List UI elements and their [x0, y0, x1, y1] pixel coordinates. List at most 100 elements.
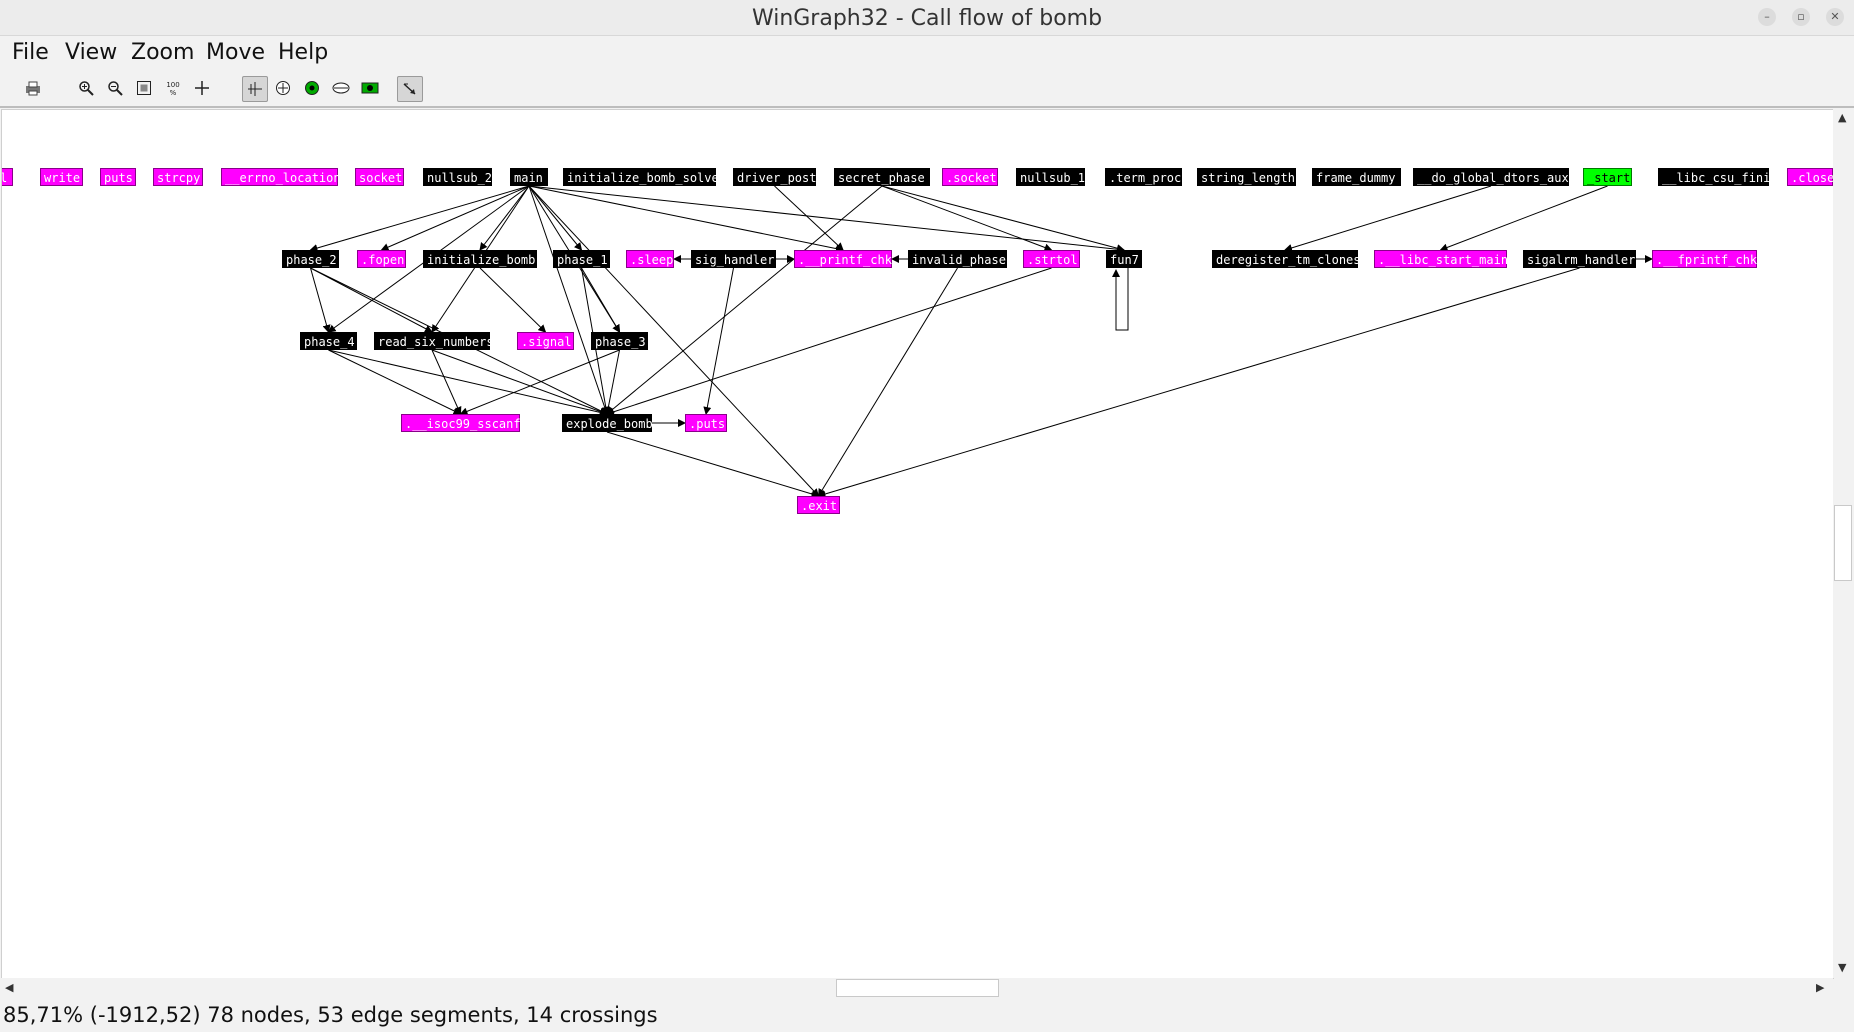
- graph-node-puts[interactable]: puts: [100, 168, 136, 186]
- layout-green-box-icon[interactable]: [358, 76, 382, 100]
- svg-text:%: %: [170, 89, 177, 97]
- fit-window-icon[interactable]: [132, 76, 156, 100]
- layout-ellipse-icon[interactable]: [329, 76, 353, 100]
- window-title: WinGraph32 - Call flow of bomb: [751, 6, 1103, 31]
- graph-node-phase-1[interactable]: phase_1: [553, 250, 610, 268]
- graph-edge: [581, 267, 621, 333]
- graph-edge: [328, 349, 462, 415]
- graph-canvas[interactable]: l write puts strcpy __errno_location socket nu…: [1, 109, 1834, 979]
- menu-view[interactable]: View: [65, 40, 118, 65]
- graph-node-exit[interactable]: .exit: [797, 496, 840, 514]
- graph-edge: [703, 267, 734, 415]
- status-bar: 85,71% (-1912,52) 78 nodes, 53 edge segm…: [3, 1003, 658, 1027]
- graph-node-errno-location[interactable]: __errno_location: [221, 168, 341, 186]
- horizontal-scroll-thumb[interactable]: [836, 979, 999, 997]
- graph-node-deregister-tm-clones[interactable]: deregister_tm_clones: [1212, 250, 1361, 268]
- graph-node-isoc99-sscanf[interactable]: .__isoc99_sscanf: [401, 414, 521, 432]
- graph-edge: [606, 267, 1052, 416]
- print-icon[interactable]: [21, 76, 45, 100]
- graph-node-phase-4[interactable]: phase_4: [300, 332, 357, 350]
- graph-node-write[interactable]: write: [40, 168, 83, 186]
- graph-edge: [1284, 185, 1492, 252]
- graph-node-invalid-phase[interactable]: invalid_phase: [908, 250, 1007, 268]
- graph-edge: [606, 185, 883, 415]
- graph-node-phase-3[interactable]: phase_3: [591, 332, 648, 350]
- graph-node-phase-2[interactable]: phase_2: [282, 250, 339, 268]
- graph-node-l[interactable]: l: [2, 168, 13, 186]
- graph-node-explode-bomb[interactable]: explode_bomb: [562, 414, 653, 432]
- title-bar: WinGraph32 - Call flow of bomb – ▫ ✕: [0, 0, 1854, 36]
- scroll-up-icon[interactable]: ▲: [1838, 111, 1847, 124]
- move-mode-icon[interactable]: [242, 76, 268, 102]
- graph-edge: [431, 349, 462, 415]
- graph-node-sig-handler[interactable]: sig_handler: [691, 250, 776, 268]
- graph-node-fprintf-chk[interactable]: .__fprintf_chk: [1652, 250, 1757, 268]
- graph-node-main[interactable]: main: [510, 168, 548, 186]
- graph-edge: [380, 185, 530, 251]
- graph-node-fun7[interactable]: fun7: [1106, 250, 1142, 268]
- graph-edge: [528, 185, 583, 251]
- graph-edge: [528, 185, 820, 497]
- graph-node-initialize-bomb-solve[interactable]: initialize_bomb_solve: [563, 168, 719, 186]
- graph-node-signal[interactable]: .signal: [517, 332, 574, 350]
- graph-edges: [309, 185, 1653, 498]
- graph-edge: [604, 349, 620, 415]
- graph-edge: [309, 185, 530, 252]
- graph-edge: [479, 267, 547, 333]
- graph-node-nullsub-1[interactable]: nullsub_1: [1016, 168, 1085, 186]
- graph-edge: [310, 267, 433, 333]
- graph-node-sleep[interactable]: .sleep: [626, 250, 674, 268]
- close-button[interactable]: ✕: [1826, 8, 1844, 26]
- crosshair-icon[interactable]: [190, 76, 214, 100]
- graph-node-initialize-bomb[interactable]: initialize_bomb: [423, 250, 537, 268]
- graph-node-do-global-dtors-aux[interactable]: __do_global_dtors_aux: [1413, 168, 1569, 186]
- graph-edge: [528, 185, 1125, 254]
- graph-edge: [881, 185, 1125, 253]
- graph-edge: [774, 185, 844, 251]
- graph-edge: [1439, 185, 1608, 252]
- zoom-in-icon[interactable]: [74, 76, 98, 100]
- scroll-down-icon[interactable]: ▼: [1838, 961, 1847, 974]
- graph-node-strcpy[interactable]: strcpy: [153, 168, 203, 186]
- graph-node-socket[interactable]: socket: [355, 168, 404, 186]
- maximize-button[interactable]: ▫: [1792, 8, 1810, 26]
- graph-node-libc-start-main[interactable]: .__libc_start_main: [1374, 250, 1508, 268]
- graph-node-strtol[interactable]: .strtol: [1023, 250, 1080, 268]
- graph-node-nullsub-2[interactable]: nullsub_2: [423, 168, 492, 186]
- graph-node-sigalrm-handler[interactable]: sigalrm_handler: [1523, 250, 1636, 268]
- graph-edge: [817, 267, 1580, 498]
- graph-node-puts[interactable]: .puts: [685, 414, 727, 432]
- menu-help[interactable]: Help: [278, 40, 329, 65]
- graph-edge: [1112, 268, 1129, 331]
- scroll-right-icon[interactable]: ▶: [1816, 981, 1825, 994]
- graph-node-fopen[interactable]: .fopen: [357, 250, 406, 268]
- graph-node-string-length[interactable]: string_length: [1197, 168, 1296, 186]
- graph-node-frame-dummy[interactable]: frame_dummy: [1312, 168, 1401, 186]
- menu-file[interactable]: File: [12, 40, 49, 65]
- graph-node-libc-csu-fini[interactable]: __libc_csu_fini: [1658, 168, 1770, 186]
- graph-edge: [606, 431, 820, 498]
- graph-edge: [881, 185, 1053, 252]
- graph-node-socket[interactable]: .socket: [942, 168, 998, 186]
- zoom-out-icon[interactable]: [103, 76, 127, 100]
- graph-node-term-proc[interactable]: .term_proc: [1105, 168, 1182, 186]
- graph-edge: [479, 185, 530, 251]
- graph-node-driver-post[interactable]: driver_post: [733, 168, 816, 186]
- graph-node-start[interactable]: _start: [1583, 168, 1632, 186]
- graph-node-close[interactable]: .close: [1787, 168, 1833, 186]
- graph-edge: [328, 349, 608, 417]
- menu-move[interactable]: Move: [206, 40, 265, 65]
- minimize-button[interactable]: –: [1758, 8, 1776, 26]
- toolbar: 100%: [0, 70, 1854, 108]
- graph-node-read-six-numbers[interactable]: read_six_numbers: [374, 332, 494, 350]
- graph-node-secret-phase[interactable]: secret_phase: [834, 168, 930, 186]
- vertical-scroll-thumb[interactable]: [1834, 505, 1852, 581]
- zoom-100-icon[interactable]: 100%: [161, 76, 185, 100]
- graph-edge: [310, 267, 331, 333]
- graph-node-printf-chk[interactable]: .__printf_chk: [794, 250, 892, 268]
- menu-zoom[interactable]: Zoom: [131, 40, 195, 65]
- layout-green-circle-icon[interactable]: [300, 76, 324, 100]
- pointer-mode-icon[interactable]: [397, 76, 423, 102]
- layout-circle-icon[interactable]: [271, 76, 295, 100]
- scroll-left-icon[interactable]: ◀: [5, 981, 14, 994]
